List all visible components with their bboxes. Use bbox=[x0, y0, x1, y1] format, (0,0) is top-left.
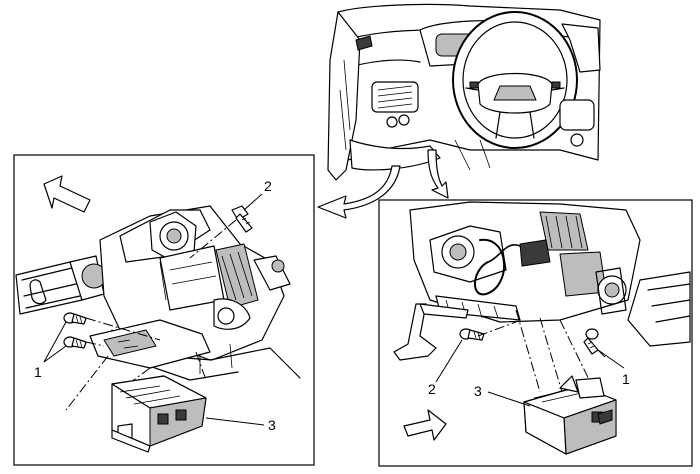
steering-column-housing-right bbox=[409, 201, 641, 323]
steering-shaft-left bbox=[15, 255, 107, 315]
bolt-1-right-icon bbox=[583, 328, 599, 355]
direction-arrow-left-icon bbox=[43, 175, 91, 213]
steering-wheel-icon bbox=[452, 11, 578, 149]
callout-2-right: 2 bbox=[428, 381, 436, 397]
callout-3-right: 3 bbox=[474, 383, 482, 399]
control-module-left bbox=[111, 375, 207, 453]
left-detail-panel: 1 2 3 bbox=[13, 154, 315, 466]
bolt-2-left-icon bbox=[231, 205, 253, 233]
vehicle-dash-overview bbox=[317, 3, 601, 219]
callout-1-left: 1 bbox=[34, 364, 42, 380]
right-detail-panel: 1 2 3 bbox=[378, 199, 693, 467]
right-detail-frame bbox=[378, 199, 693, 467]
left-detail-frame bbox=[13, 154, 315, 466]
control-module-right bbox=[523, 375, 617, 455]
arrow-right-detail-icon bbox=[427, 149, 449, 199]
callout-3-left: 3 bbox=[268, 417, 276, 433]
callout-1-right: 1 bbox=[622, 371, 630, 387]
bolt-1a-icon bbox=[63, 312, 87, 325]
callout-2-left: 2 bbox=[264, 178, 272, 194]
arrow-left-detail-icon bbox=[317, 165, 401, 219]
steering-shaft-right bbox=[595, 267, 691, 347]
bolt-2-right-icon bbox=[459, 328, 485, 341]
direction-arrow-right-icon bbox=[403, 409, 447, 441]
steering-column-housing-left bbox=[99, 205, 301, 381]
bolt-1b-icon bbox=[63, 336, 87, 349]
